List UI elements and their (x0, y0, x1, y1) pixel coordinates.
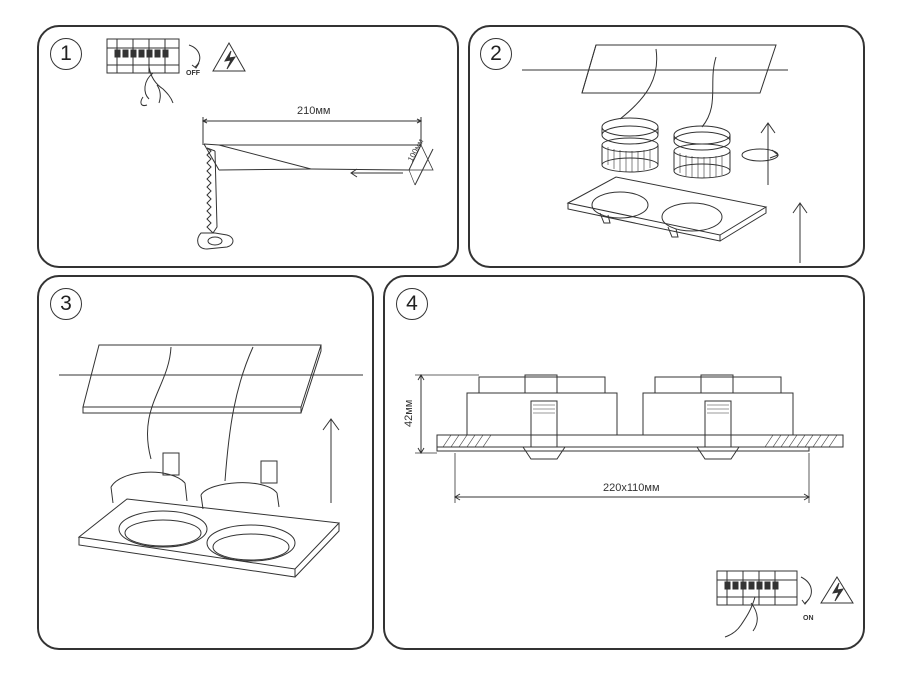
high-voltage-icon (212, 41, 246, 72)
step-4-panel: 4 (383, 275, 865, 650)
step-2-drawing (522, 44, 808, 263)
step-2-panel: 2 (468, 25, 865, 268)
step-3-number: 3 (50, 288, 82, 320)
cut-length-label: 210мм (297, 105, 331, 117)
hand-icon (144, 66, 174, 104)
step-4-drawing (415, 374, 854, 638)
step-4-number: 4 (396, 288, 428, 320)
switch-on-label: ON (803, 615, 814, 622)
terminal-block-icon (106, 38, 180, 74)
step-1-drawing (106, 38, 434, 250)
step-2-number: 2 (480, 38, 512, 70)
frame-size-label: 220х110мм (603, 482, 660, 494)
rotation-arrow-icon (188, 44, 201, 68)
high-voltage-icon (820, 576, 854, 604)
up-arrow-icon (760, 122, 808, 263)
terminal-block-icon (716, 570, 798, 606)
saw-icon (197, 147, 234, 250)
step-3-panel: 3 (37, 275, 374, 650)
up-arrow-icon (322, 418, 340, 503)
height-label: 42мм (403, 399, 415, 427)
rotation-arrow-icon (800, 576, 812, 604)
switch-off-label: OFF (186, 70, 200, 77)
step-3-drawing (59, 344, 363, 578)
step-1-number: 1 (50, 38, 82, 70)
step-1-panel: 1 (37, 25, 459, 268)
hand-icon (724, 596, 758, 638)
